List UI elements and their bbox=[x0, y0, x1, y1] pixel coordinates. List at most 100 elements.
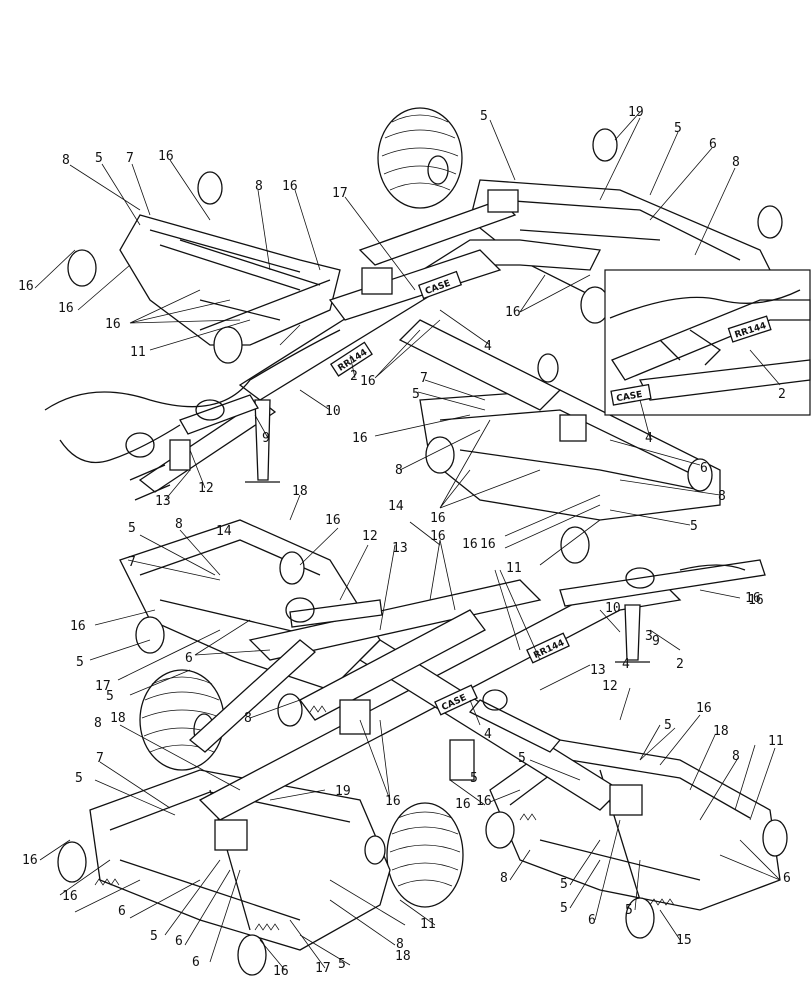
callout-label: 13 bbox=[155, 494, 171, 509]
callout-label: 16 bbox=[455, 797, 471, 812]
callout-label: 7 bbox=[126, 151, 134, 166]
callout-label: 11 bbox=[130, 345, 146, 360]
callout-label: 5 bbox=[480, 109, 488, 124]
upper-rear-tire bbox=[377, 107, 463, 209]
callout-label: 8 bbox=[175, 517, 183, 532]
callout-label: 16 bbox=[325, 513, 341, 528]
callout-label: 6 bbox=[700, 461, 708, 476]
brand-decal-inset: CASE bbox=[616, 390, 644, 404]
callout-label: 17 bbox=[332, 186, 348, 201]
callout-label: 16 bbox=[696, 701, 712, 716]
callout-label: 16 bbox=[745, 591, 761, 606]
callout-label: 17 bbox=[95, 679, 111, 694]
callout-label: 14 bbox=[216, 524, 232, 539]
callout-label: 10 bbox=[325, 404, 341, 419]
callout-label: 2 bbox=[350, 369, 358, 384]
callout-label: 16 bbox=[70, 619, 86, 634]
callout-label: 18 bbox=[395, 949, 411, 964]
callout-label: 16 bbox=[480, 537, 496, 552]
callout-label: 16 bbox=[18, 279, 34, 294]
callout-label: 16 bbox=[385, 794, 401, 809]
callout-label: 18 bbox=[110, 711, 126, 726]
callout-label: 6 bbox=[185, 651, 193, 666]
callout-label: 13 bbox=[392, 541, 408, 556]
callout-label: 19 bbox=[628, 105, 644, 120]
callout-label: 6 bbox=[175, 934, 183, 949]
callout-label: 11 bbox=[506, 561, 522, 576]
callout-label: 16 bbox=[58, 301, 74, 316]
callout-label: 6 bbox=[588, 913, 596, 928]
callout-label: 5 bbox=[470, 771, 478, 786]
callout-label: 5 bbox=[674, 121, 682, 136]
callout-label: 4 bbox=[622, 657, 630, 672]
callout-label: 19 bbox=[335, 784, 351, 799]
callout-label: 8 bbox=[255, 179, 263, 194]
callout-label: 5 bbox=[664, 718, 672, 733]
callout-label: 11 bbox=[768, 734, 784, 749]
lower-caster-wheels bbox=[57, 551, 788, 976]
callout-label: 16 bbox=[273, 964, 289, 979]
callout-label: 3 bbox=[645, 629, 653, 644]
callout-label: 16 bbox=[352, 431, 368, 446]
lower-hitch-tongue bbox=[559, 559, 766, 607]
inset-detail-view: RR144 CASE bbox=[604, 269, 811, 416]
callout-label: 16 bbox=[430, 529, 446, 544]
callout-label: 17 bbox=[315, 961, 331, 976]
callout-label: 5 bbox=[560, 901, 568, 916]
callout-label: 18 bbox=[713, 724, 729, 739]
callout-label: 8 bbox=[500, 871, 508, 886]
callout-label: 16 bbox=[22, 853, 38, 868]
callout-label: 5 bbox=[412, 387, 420, 402]
lower-assembly: RR144 CASE bbox=[57, 519, 788, 976]
callout-label: 5 bbox=[75, 771, 83, 786]
callout-label: 18 bbox=[292, 484, 308, 499]
callout-label: 5 bbox=[690, 519, 698, 534]
leader-lines bbox=[34, 111, 781, 971]
callout-label: 5 bbox=[95, 151, 103, 166]
callout-label: 12 bbox=[362, 529, 378, 544]
callout-label: 5 bbox=[338, 957, 346, 972]
callout-label: 6 bbox=[118, 904, 126, 919]
callout-label: 16 bbox=[158, 149, 174, 164]
callout-label: 6 bbox=[192, 955, 200, 970]
callout-label: 7 bbox=[96, 751, 104, 766]
callout-label: 5 bbox=[560, 877, 568, 892]
callout-label: 2 bbox=[778, 387, 786, 402]
callout-label: 5 bbox=[625, 903, 633, 918]
callout-label: 11 bbox=[420, 917, 436, 932]
callout-label: 5 bbox=[106, 689, 114, 704]
callout-label: 4 bbox=[484, 727, 492, 742]
callout-label: 4 bbox=[645, 431, 653, 446]
callout-label: 2 bbox=[676, 657, 684, 672]
callout-label: 8 bbox=[244, 711, 252, 726]
callout-label: 13 bbox=[590, 663, 606, 678]
callout-label: 16 bbox=[462, 537, 478, 552]
callout-label: 8 bbox=[395, 463, 403, 478]
callout-label: 5 bbox=[150, 929, 158, 944]
callout-label: 10 bbox=[605, 601, 621, 616]
callout-label: 16 bbox=[360, 374, 376, 389]
callout-label: 16 bbox=[62, 889, 78, 904]
callout-label: 8 bbox=[732, 155, 740, 170]
callout-label: 6 bbox=[709, 137, 717, 152]
callout-label: 8 bbox=[732, 749, 740, 764]
callout-label: 6 bbox=[783, 871, 791, 886]
callout-label: 8 bbox=[718, 489, 726, 504]
upper-caster-wheels bbox=[67, 128, 783, 564]
callout-label: 16 bbox=[282, 179, 298, 194]
callout-label: 12 bbox=[602, 679, 618, 694]
callout-numbers: 5 19 5 6 8 8 5 7 16 16 8 17 16 16 16 11 … bbox=[18, 105, 791, 979]
callout-label: 16 bbox=[105, 317, 121, 332]
lower-center-tire bbox=[386, 802, 464, 908]
callout-label: 5 bbox=[128, 521, 136, 536]
callout-label: 7 bbox=[420, 371, 428, 386]
callout-label: 5 bbox=[518, 751, 526, 766]
callout-label: 8 bbox=[62, 153, 70, 168]
callout-label: 9 bbox=[262, 431, 270, 446]
callout-label: 16 bbox=[430, 511, 446, 526]
callout-label: 8 bbox=[396, 937, 404, 952]
callout-label: 7 bbox=[128, 555, 136, 570]
callout-label: 16 bbox=[505, 305, 521, 320]
